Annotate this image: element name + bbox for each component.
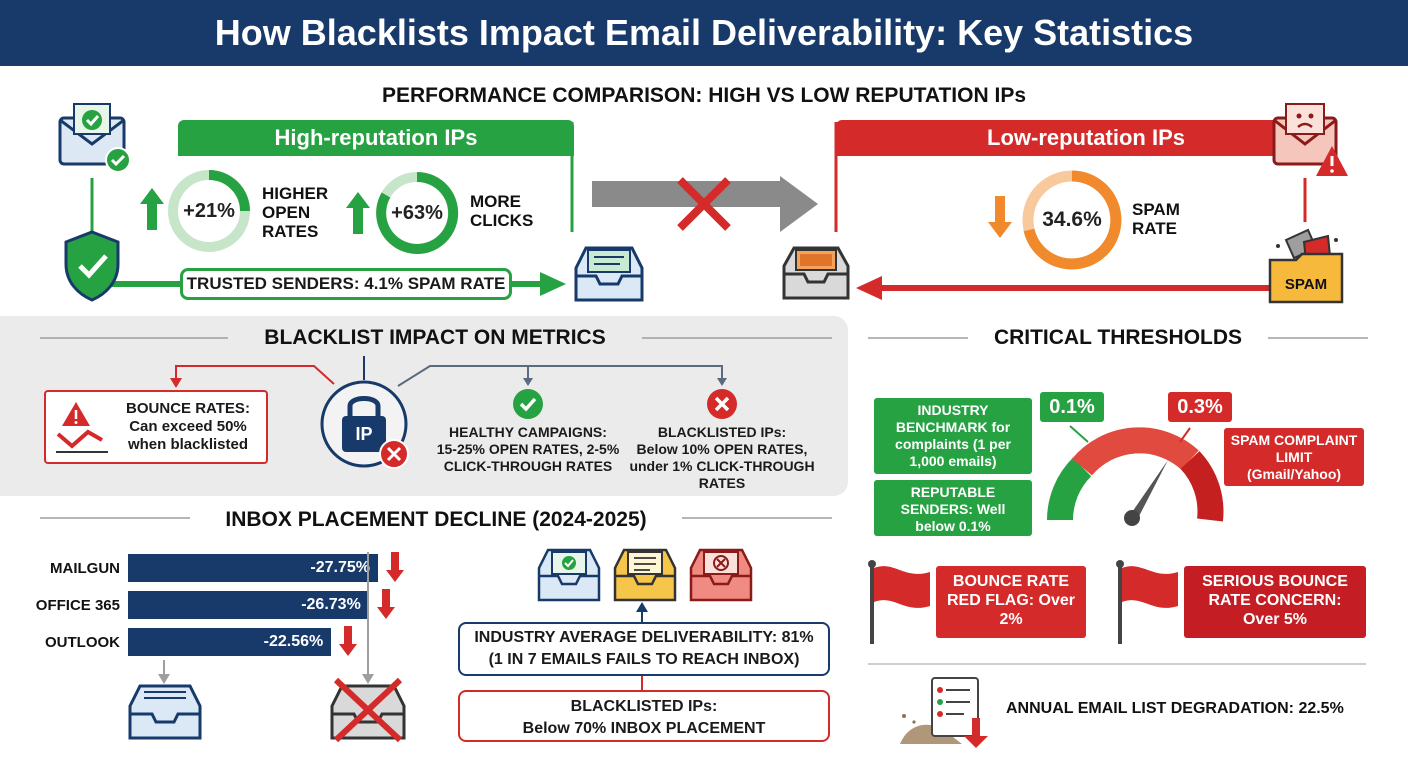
degradation-text: ANNUAL EMAIL LIST DEGRADATION: 22.5%	[1006, 700, 1344, 717]
sad-envelope-icon	[1272, 103, 1348, 176]
inbox-tray-icon	[128, 684, 202, 740]
performance-title: PERFORMANCE COMPARISON: HIGH VS LOW REPU…	[381, 84, 1027, 107]
bounce-chart-warning-icon	[56, 402, 108, 453]
inbox-tray-icon	[574, 246, 644, 302]
bar-category-label: MAILGUN	[50, 560, 120, 577]
healthy-campaigns-text: HEALTHY CAMPAIGNS: 15-25% OPEN RATES, 2-…	[436, 424, 620, 475]
decline-bar: -27.75%	[128, 554, 378, 582]
industry-average-box: INDUSTRY AVERAGE DELIVERABILITY: 81% (1 …	[458, 622, 830, 676]
blacklisted-placement-box: BLACKLISTED IPs: Below 70% INBOX PLACEME…	[458, 690, 830, 742]
spam-inbox-icon	[782, 246, 850, 300]
down-arrow-icon	[386, 552, 404, 582]
blacklisted-ips-title: BLACKLISTED IPs:	[657, 424, 787, 440]
healthy-campaigns-desc: 15-25% OPEN RATES, 2-5% CLICK-THROUGH RA…	[436, 441, 620, 474]
healthy-campaigns-title: HEALTHY CAMPAIGNS:	[449, 424, 607, 440]
donut-clicks	[376, 171, 459, 254]
reputable-senders-label: REPUTABLE SENDERS: Well below 0.1%	[874, 480, 1032, 536]
up-arrow-icon	[346, 192, 370, 234]
donut-open-rate	[168, 170, 250, 252]
benchmark-label: INDUSTRY BENCHMARK for complaints (1 per…	[874, 398, 1032, 474]
clicks-value: +63%	[391, 202, 443, 224]
down-arrow-icon	[988, 196, 1012, 238]
low-reputation-header: Low-reputation IPs	[836, 120, 1336, 156]
check-circle-icon	[513, 389, 543, 419]
spam-complaint-limit-label: SPAM COMPLAINT LIMIT (Gmail/Yahoo)	[1224, 428, 1364, 486]
red-flag-icon	[1116, 560, 1178, 644]
industry-average-line2: (1 IN 7 EMAILS FAILS TO REACH INBOX)	[488, 651, 800, 668]
decline-bar: -26.73%	[128, 591, 369, 619]
critical-thresholds-title: CRITICAL THRESHOLDS	[993, 326, 1243, 349]
complaint-gauge	[1047, 425, 1224, 526]
serious-bounce-label: SERIOUS BOUNCE RATE CONCERN: Over 5%	[1184, 566, 1366, 638]
clicks-label: MORE CLICKS	[470, 192, 534, 230]
blacklist-title: BLACKLIST IMPACT ON METRICS	[264, 326, 606, 349]
bounce-red-flag-label: BOUNCE RATE RED FLAG: Over 2%	[936, 566, 1086, 638]
limit-value: 0.3%	[1168, 392, 1232, 422]
bar-category-label: OUTLOOK	[45, 634, 120, 651]
inbox-x-icon	[689, 548, 753, 602]
shield-check-icon	[64, 230, 120, 302]
bounce-rates-text: BOUNCE RATES: Can exceed 50% when blackl…	[110, 400, 266, 454]
up-arrow-icon	[140, 188, 164, 230]
blacklisted-ips-desc: Below 10% OPEN RATES, under 1% CLICK-THR…	[629, 441, 815, 491]
down-arrow-icon	[339, 626, 358, 656]
blacklisted-ips-text: BLACKLISTED IPs: Below 10% OPEN RATES, u…	[624, 424, 820, 492]
inbox-check-icon	[537, 548, 601, 602]
bounce-rates-title: BOUNCE RATES:	[126, 400, 250, 417]
page-title: How Blacklists Impact Email Deliverabili…	[214, 12, 1194, 53]
down-arrow-icon	[376, 589, 395, 619]
blocked-x-icon	[677, 177, 731, 231]
inbox-decline-title: INBOX PLACEMENT DECLINE (2024-2025)	[225, 508, 647, 531]
blacklisted-placement-line2: Below 70% INBOX PLACEMENT	[522, 720, 766, 737]
spam-rate-label: SPAM RATE	[1132, 200, 1180, 238]
ip-lock-icon	[320, 380, 409, 469]
decline-bar: -22.56%	[128, 628, 332, 656]
blacklisted-placement-line1: BLACKLISTED IPs:	[570, 698, 718, 715]
benchmark-value: 0.1%	[1040, 392, 1104, 422]
bounce-rates-desc: Can exceed 50% when blacklisted	[127, 418, 249, 453]
red-flag-icon	[868, 560, 930, 644]
x-circle-icon	[707, 389, 737, 419]
envelope-check-icon	[58, 103, 131, 173]
list-degradation-icon	[900, 677, 988, 748]
ip-label: IP	[355, 424, 373, 444]
trusted-senders-pill: TRUSTED SENDERS: 4.1% SPAM RATE	[180, 268, 512, 300]
spam-folder-icon	[1268, 228, 1344, 304]
open-rate-label: HIGHER OPEN RATES	[262, 184, 329, 241]
open-rate-value: +21%	[183, 200, 235, 222]
spam-rate-value: 34.6%	[1042, 208, 1102, 231]
title-bar	[0, 0, 1408, 66]
donut-spam-rate	[1022, 170, 1122, 270]
high-reputation-header: High-reputation IPs	[178, 120, 574, 156]
industry-average-line1: INDUSTRY AVERAGE DELIVERABILITY: 81%	[474, 629, 814, 646]
spam-folder-label: SPAM	[1284, 276, 1328, 293]
inbox-mail-icon	[613, 548, 677, 602]
blocked-inbox-icon	[330, 677, 406, 743]
bar-category-label: OFFICE 365	[35, 597, 120, 614]
